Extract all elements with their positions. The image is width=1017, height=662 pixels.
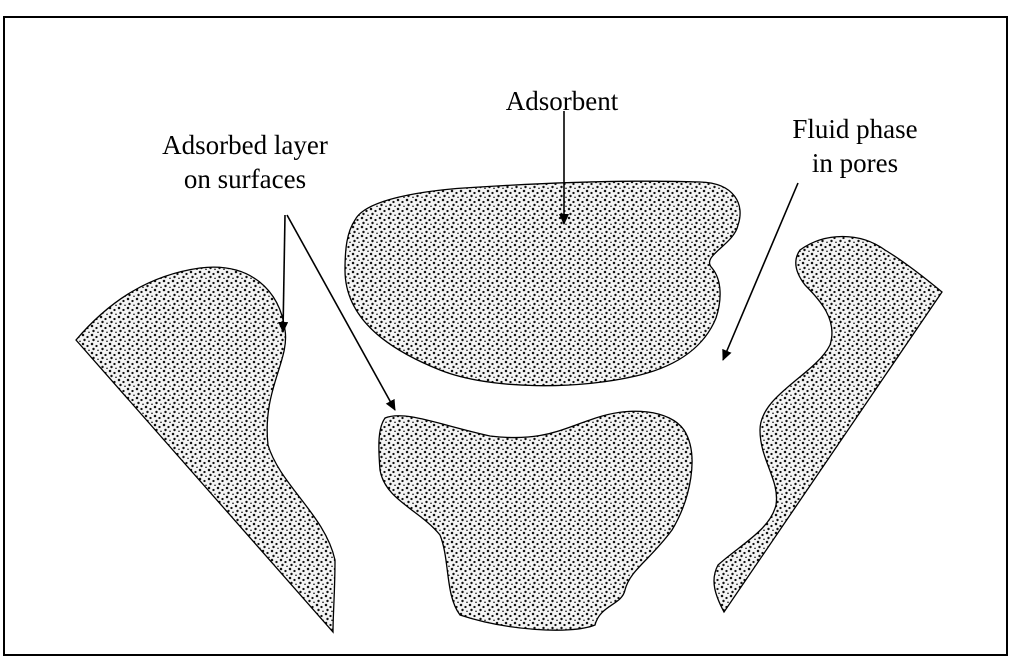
adsorbed-layer-label-line2: on surfaces: [120, 162, 370, 196]
adsorbent-label: Adsorbent: [497, 84, 627, 118]
fluid-phase-label: Fluid phase in pores: [755, 112, 955, 180]
adsorbed-layer-label: Adsorbed layer on surfaces: [120, 128, 370, 196]
adsorbent-label-text: Adsorbent: [497, 84, 627, 118]
adsorbed-layer-arrow-left: [283, 215, 285, 332]
fluid-phase-label-line1: Fluid phase: [755, 112, 955, 146]
top-center-particle: [345, 181, 740, 385]
left-particle: [76, 267, 335, 632]
fluid-phase-label-line2: in pores: [755, 146, 955, 180]
bottom-center-particle: [379, 411, 692, 630]
adsorbed-layer-label-line1: Adsorbed layer: [120, 128, 370, 162]
right-particle: [714, 237, 942, 613]
